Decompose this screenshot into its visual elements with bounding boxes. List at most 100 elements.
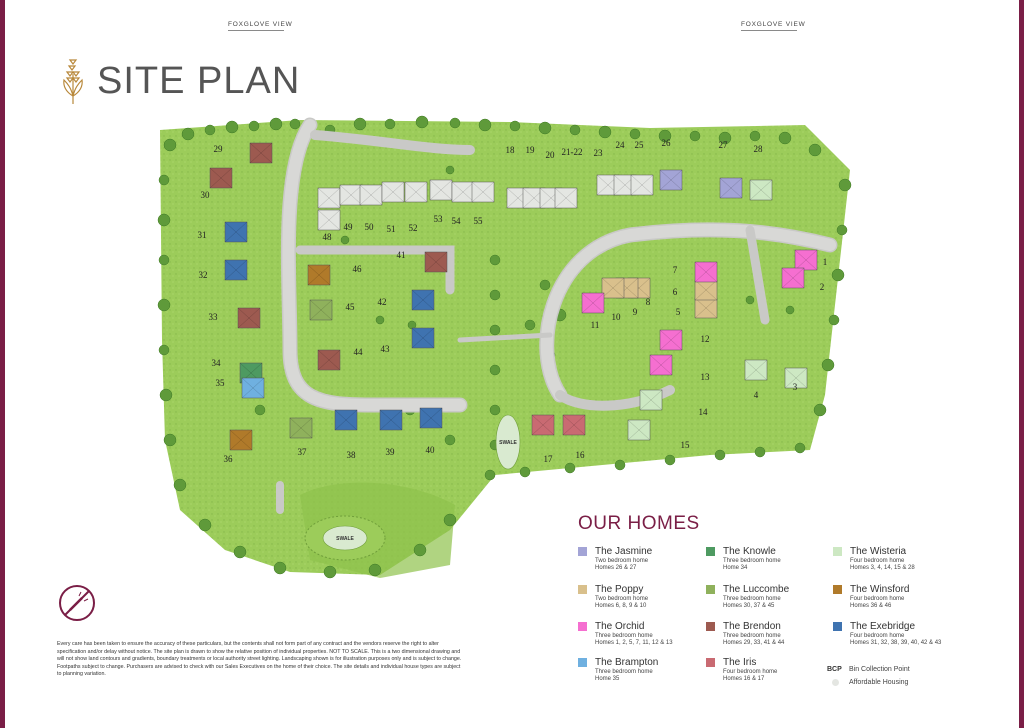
plot-number-20: 20 [546, 150, 556, 160]
plot-number-37: 37 [298, 447, 308, 457]
plot-number-2: 2 [820, 282, 825, 292]
roof-lines-7 [694, 261, 718, 283]
roof-lines-38 [334, 409, 358, 431]
swale-areas: SWALE SWALE [304, 414, 521, 561]
plot-number-51: 51 [387, 224, 396, 234]
header-left-label: FOXGLOVE VIEW [228, 21, 293, 28]
house-plot-51 [381, 181, 405, 203]
plot-number-4: 4 [754, 390, 759, 400]
plot-number-15: 15 [681, 440, 691, 450]
roof-lines-42 [411, 289, 435, 311]
plot-number-52: 52 [409, 223, 418, 233]
legend-swatch [833, 622, 842, 631]
house-plot-13 [649, 354, 673, 376]
site-land [160, 120, 850, 578]
plot-number-44: 44 [354, 347, 364, 357]
house-plot-46 [307, 264, 331, 286]
house-plot-31 [224, 221, 248, 243]
legend-home-name: The Jasmine [595, 546, 653, 557]
plot-number-39: 39 [386, 447, 396, 457]
house-plot-15 [627, 419, 651, 441]
plot-number-53: 53 [434, 214, 444, 224]
house-plot-28 [749, 179, 773, 201]
plot-number-23: 23 [594, 148, 604, 158]
legend-home-desc: Three bedroom home [723, 558, 781, 564]
plot-number-32: 32 [199, 270, 208, 280]
legend-home-desc: Four bedroom home [850, 633, 905, 639]
affordable-housing-swatch [832, 679, 839, 686]
roof-lines-30 [209, 167, 233, 189]
right-border [1019, 0, 1024, 728]
roof-lines-1 [794, 249, 818, 271]
roof-lines-29 [249, 142, 273, 164]
house-plot-25 [630, 174, 654, 196]
house-plot-7 [694, 261, 718, 283]
house-plot-45 [309, 299, 333, 321]
roof-lines-6 [694, 279, 718, 301]
roof-lines-14 [639, 389, 663, 411]
house-plot-12 [659, 329, 683, 351]
affordable-housing-text: Affordable Housing [849, 679, 909, 686]
plot-number-42: 42 [378, 297, 387, 307]
house-plot-10 [601, 277, 625, 299]
plot-number-12: 12 [701, 334, 710, 344]
house-plot-33 [237, 307, 261, 329]
plot-number-11: 11 [591, 320, 600, 330]
legend-home-plots: Homes 3, 4, 14, 15 & 28 [850, 565, 915, 571]
legend-home-desc: Four bedroom home [723, 669, 778, 675]
plot-number-16: 16 [576, 450, 586, 460]
house-plot-29 [249, 142, 273, 164]
legend-home-desc: Two bedroom home [595, 596, 649, 602]
roof-lines-28 [749, 179, 773, 201]
legend-home-plots: Homes 36 & 46 [850, 603, 892, 609]
roof-lines-5 [694, 297, 718, 319]
plot-number-10: 10 [612, 312, 622, 322]
house-plot-27 [719, 177, 743, 199]
legend-swatch [706, 547, 715, 556]
roof-lines-25 [630, 174, 654, 196]
plot-number-25: 25 [635, 140, 645, 150]
plot-number-41: 41 [397, 250, 406, 260]
roof-lines-53 [429, 179, 453, 201]
roof-lines-45 [309, 299, 333, 321]
legend-swatch [833, 547, 842, 556]
legend-swatch [578, 622, 587, 631]
roof-lines-33 [237, 307, 261, 329]
house-plot-14 [639, 389, 663, 411]
house-plot-39 [379, 409, 403, 431]
plot-number-35: 35 [216, 378, 226, 388]
legend-home-name: The Exebridge [850, 621, 916, 632]
roof-lines-41 [424, 251, 448, 273]
roof-lines-37 [289, 417, 313, 439]
plot-number-21-22: 21-22 [562, 147, 583, 157]
roof-lines-47 [317, 187, 341, 209]
legend-swatch [706, 658, 715, 667]
roof-lines-11 [581, 292, 605, 314]
header-right-label: FOXGLOVE VIEW [741, 21, 806, 28]
roof-lines-32 [224, 259, 248, 281]
plot-number-46: 46 [353, 264, 363, 274]
legend-swatch [833, 585, 842, 594]
roof-lines-26 [659, 169, 683, 191]
legend-home-desc: Four bedroom home [850, 596, 905, 602]
plot-number-31: 31 [198, 230, 207, 240]
plot-number-55: 55 [474, 216, 484, 226]
roof-lines-40 [419, 407, 443, 429]
legend-home-name: The Winsford [850, 584, 910, 595]
plot-number-29: 29 [214, 144, 224, 154]
plot-number-26: 26 [662, 138, 672, 148]
plot-number-48: 48 [323, 232, 333, 242]
roof-lines-17 [531, 414, 555, 436]
disclaimer-text: Every care has been taken to ensure the … [57, 641, 462, 677]
house-plot-26 [659, 169, 683, 191]
legend-title: OUR HOMES [578, 513, 700, 534]
house-plot-36 [229, 429, 253, 451]
legend-swatch [706, 585, 715, 594]
plot-number-19: 19 [526, 145, 536, 155]
roof-lines-54 [451, 181, 475, 203]
foxglove-logo-icon [63, 59, 83, 104]
house-plot-52 [404, 181, 428, 203]
legend-home-desc: Three bedroom home [595, 669, 653, 675]
plot-number-6: 6 [673, 287, 678, 297]
